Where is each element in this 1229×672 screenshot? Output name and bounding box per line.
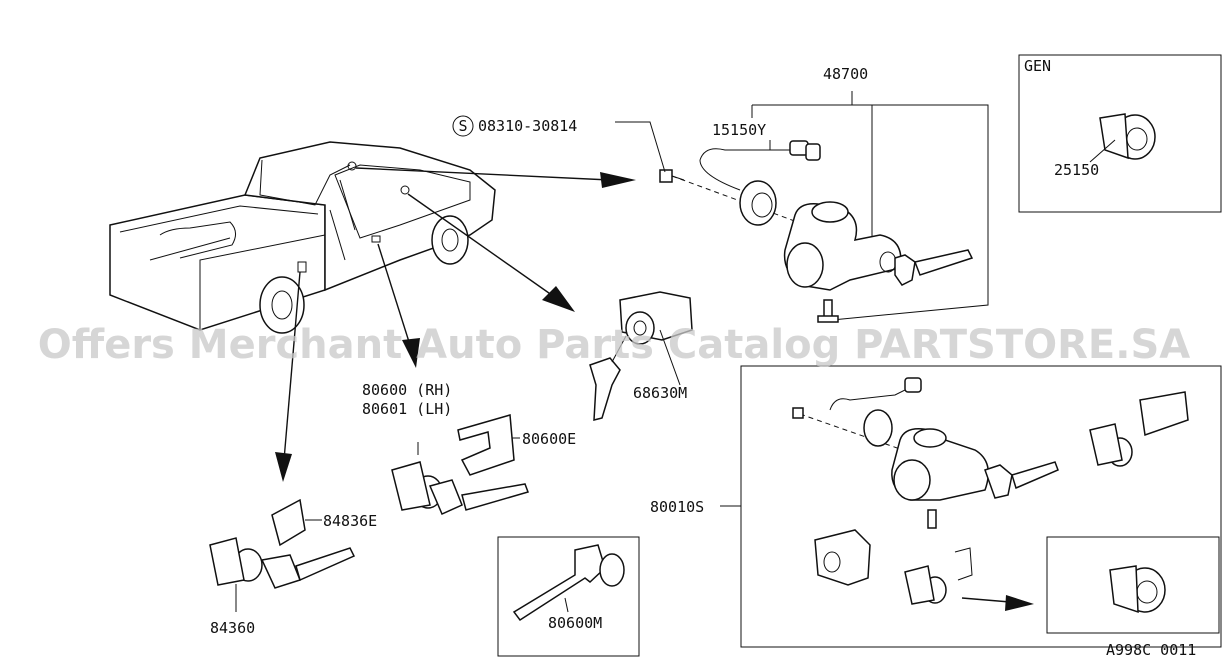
label-48700: 48700	[823, 65, 868, 83]
screw-symbol: S	[452, 115, 474, 137]
pickup-truck-illustration	[109, 141, 496, 334]
label-15150y: 15150Y	[712, 121, 766, 139]
label-leaders	[615, 121, 771, 386]
label-84836e: 84836E	[323, 512, 377, 530]
label-80600m: 80600M	[548, 614, 602, 632]
label-84360: 84360	[210, 619, 255, 637]
label-08310-30814: 08310-30814	[478, 117, 577, 135]
label-gen: GEN	[1024, 57, 1051, 75]
watermark-text: Offers Merchant Auto Parts Catalog PARTS…	[38, 322, 1190, 368]
figure-code: A998C 0011	[1106, 641, 1196, 659]
ignition-cylinder-assembly	[659, 91, 989, 323]
screw-symbol-letter: S	[458, 117, 467, 135]
tailgate-lock-cylinder	[209, 498, 356, 612]
label-80600e: 80600E	[522, 430, 576, 448]
gen-box	[1018, 54, 1222, 213]
label-25150: 25150	[1054, 161, 1099, 179]
label-80601-lh: 80601 (LH)	[362, 400, 452, 418]
blank-key-box	[497, 536, 640, 657]
label-68630m: 68630M	[633, 384, 687, 402]
label-80010s: 80010S	[650, 498, 704, 516]
leader-arrows	[275, 167, 1034, 611]
lock-set-kit-box	[720, 365, 1222, 648]
label-80600-rh: 80600 (RH)	[362, 381, 452, 399]
glove-box-lock	[589, 291, 693, 421]
door-lock-cylinder	[391, 414, 529, 515]
